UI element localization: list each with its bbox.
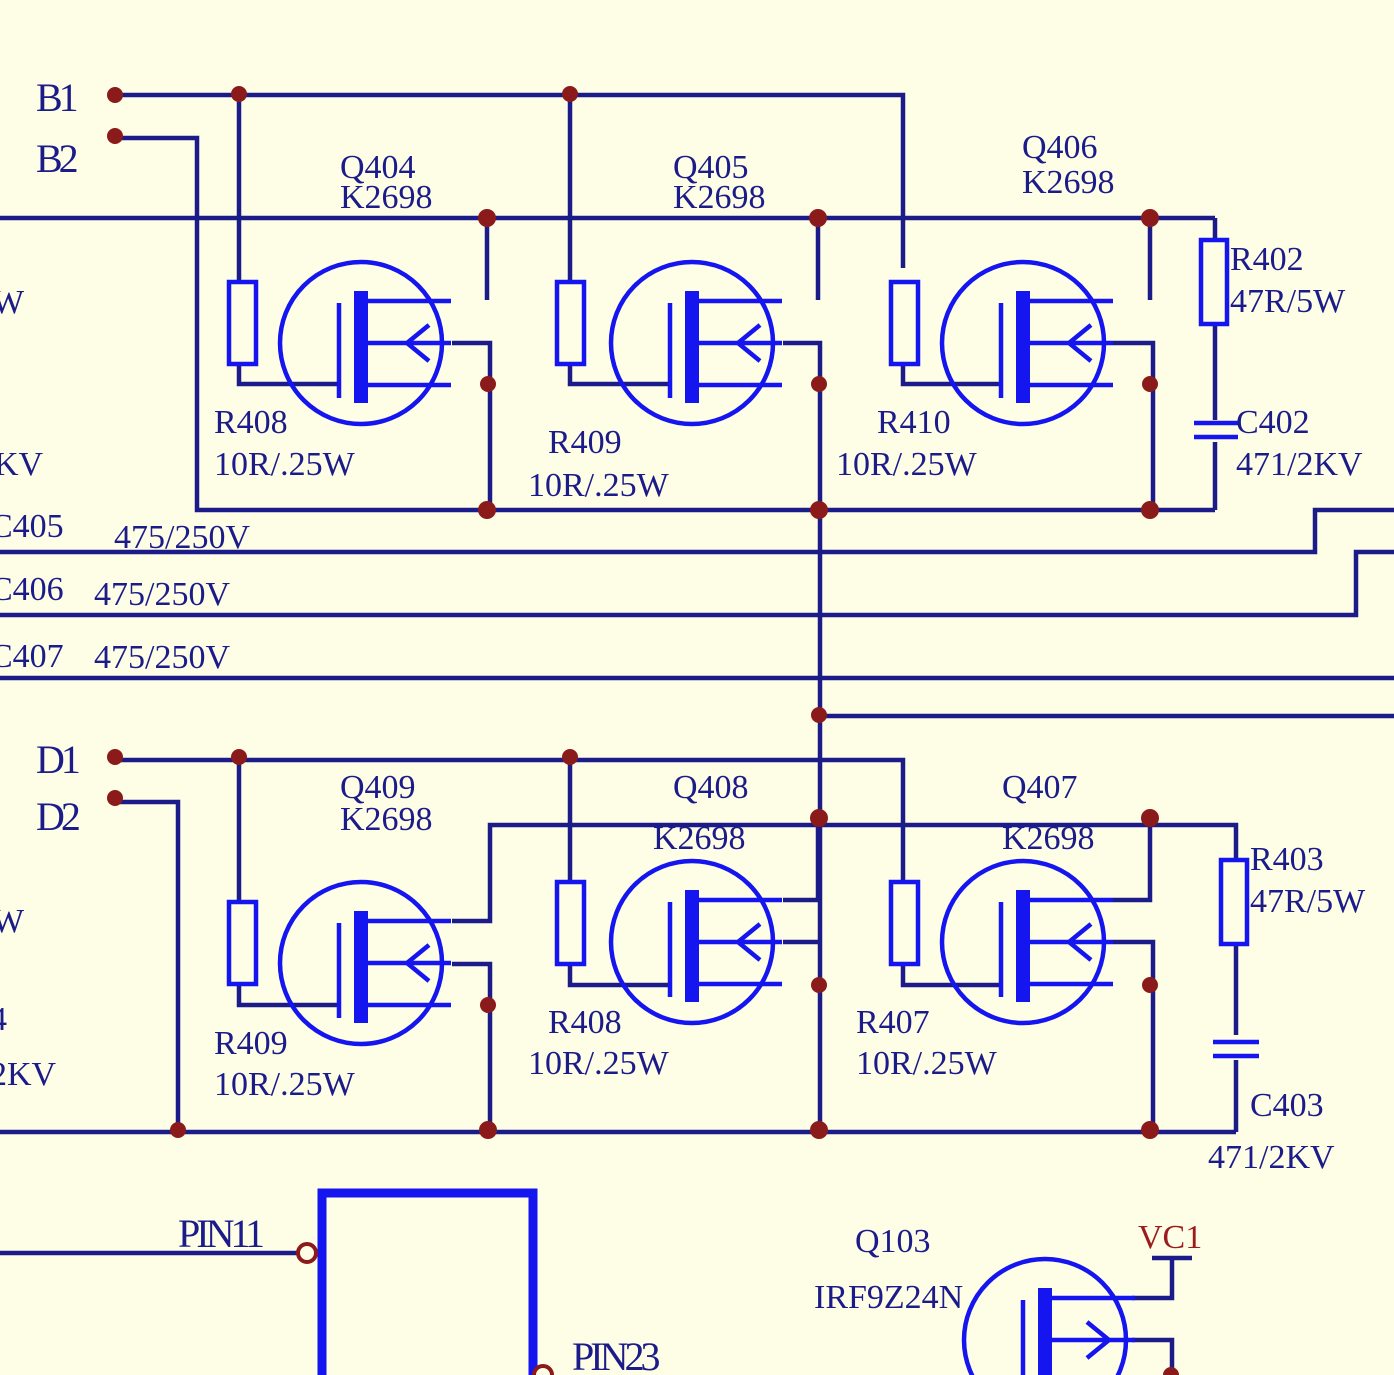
q408-part: K2698 [653, 820, 746, 857]
transistor-q407-symbol [942, 861, 1113, 1023]
q406-part: K2698 [1022, 164, 1115, 201]
net-label-b1: B1 [36, 75, 77, 120]
r402-name: R402 [1230, 241, 1304, 278]
clipped-label-2kv: 2KV [0, 1056, 57, 1093]
r410-name: R410 [877, 404, 951, 441]
resistor-r408b-symbol [554, 879, 587, 967]
net-label-b2: B2 [36, 136, 77, 181]
c403-name: C403 [1250, 1087, 1324, 1124]
transistor-q404-symbol [280, 262, 451, 424]
cap-c407-name: C407 [0, 638, 64, 675]
ic-outline [317, 1188, 538, 1375]
q407-name: Q407 [1002, 769, 1078, 806]
clipped-label-w-top: W [0, 284, 25, 321]
vc1-label: VC1 [1138, 1219, 1202, 1256]
q408-name: Q408 [673, 769, 749, 806]
cap-c405-name: C405 [0, 508, 64, 545]
resistor-r402-symbol [1198, 237, 1230, 327]
labels: B1 B2 D1 D2 W KV W 4 2KV C405 475/250V C… [0, 75, 1366, 1375]
pin23-label: PIN23 [572, 1334, 659, 1375]
r403-name: R403 [1250, 841, 1324, 878]
q404-part: K2698 [340, 179, 433, 216]
q103-part: IRF9Z24N [814, 1279, 963, 1316]
pin23-terminal [532, 1364, 554, 1375]
transistor-q405-symbol [611, 262, 782, 424]
r407-value: 10R/.25W [856, 1045, 998, 1082]
clipped-label-kv-top: KV [0, 446, 44, 483]
q405-part: K2698 [673, 179, 766, 216]
q409-part: K2698 [340, 801, 433, 838]
r408b-value: 10R/.25W [528, 1045, 670, 1082]
q103-name: Q103 [855, 1223, 931, 1260]
junction-dots [107, 86, 1179, 1375]
r407-name: R407 [856, 1004, 930, 1041]
c402-value: 471/2KV [1236, 446, 1363, 483]
r402-value: 47R/5W [1230, 283, 1346, 320]
cap-c405-value: 475/250V [114, 519, 250, 556]
r410-value: 10R/.25W [836, 446, 978, 483]
q404-name: Q404 [340, 149, 416, 186]
pin11-terminal [296, 1242, 318, 1264]
cap-c407-value: 475/250V [94, 639, 230, 676]
resistor-r409b-symbol [226, 899, 259, 987]
capacitor-c402-symbol [1194, 420, 1238, 440]
resistor-r403-symbol [1218, 857, 1250, 947]
r409-value: 10R/.25W [528, 467, 670, 504]
resistor-r408-symbol [226, 279, 259, 367]
cap-c406-name: C406 [0, 571, 64, 608]
r409b-value: 10R/.25W [214, 1066, 356, 1103]
resistor-r409-symbol [554, 279, 587, 367]
clipped-label-4: 4 [0, 1001, 7, 1038]
resistor-r410-symbol [888, 279, 921, 367]
r403-value: 47R/5W [1250, 883, 1366, 920]
r409b-name: R409 [214, 1025, 288, 1062]
r408b-name: R408 [548, 1004, 622, 1041]
q406-name: Q406 [1022, 129, 1098, 166]
transistor-q406-symbol [942, 262, 1113, 424]
r408-value: 10R/.25W [214, 446, 356, 483]
resistor-r407-symbol [888, 879, 921, 967]
transistor-q103-symbol [964, 1259, 1135, 1375]
pin11-label: PIN11 [178, 1211, 263, 1256]
clipped-label-w-bottom: W [0, 903, 25, 940]
transistor-q409-symbol [280, 882, 451, 1044]
net-label-d1: D1 [36, 737, 79, 782]
r409-name: R409 [548, 424, 622, 461]
q409-name: Q409 [340, 769, 416, 806]
wires [0, 92, 1394, 1375]
r408-name: R408 [214, 404, 288, 441]
c403-value: 471/2KV [1208, 1139, 1335, 1176]
capacitor-c403-symbol [1213, 1039, 1259, 1059]
component-symbols [226, 237, 1259, 1375]
q405-name: Q405 [673, 149, 749, 186]
transistor-q408-symbol [611, 861, 782, 1023]
cap-c406-value: 475/250V [94, 576, 230, 613]
net-label-d2: D2 [36, 794, 79, 839]
c402-name: C402 [1236, 404, 1310, 441]
q407-part: K2698 [1002, 820, 1095, 857]
